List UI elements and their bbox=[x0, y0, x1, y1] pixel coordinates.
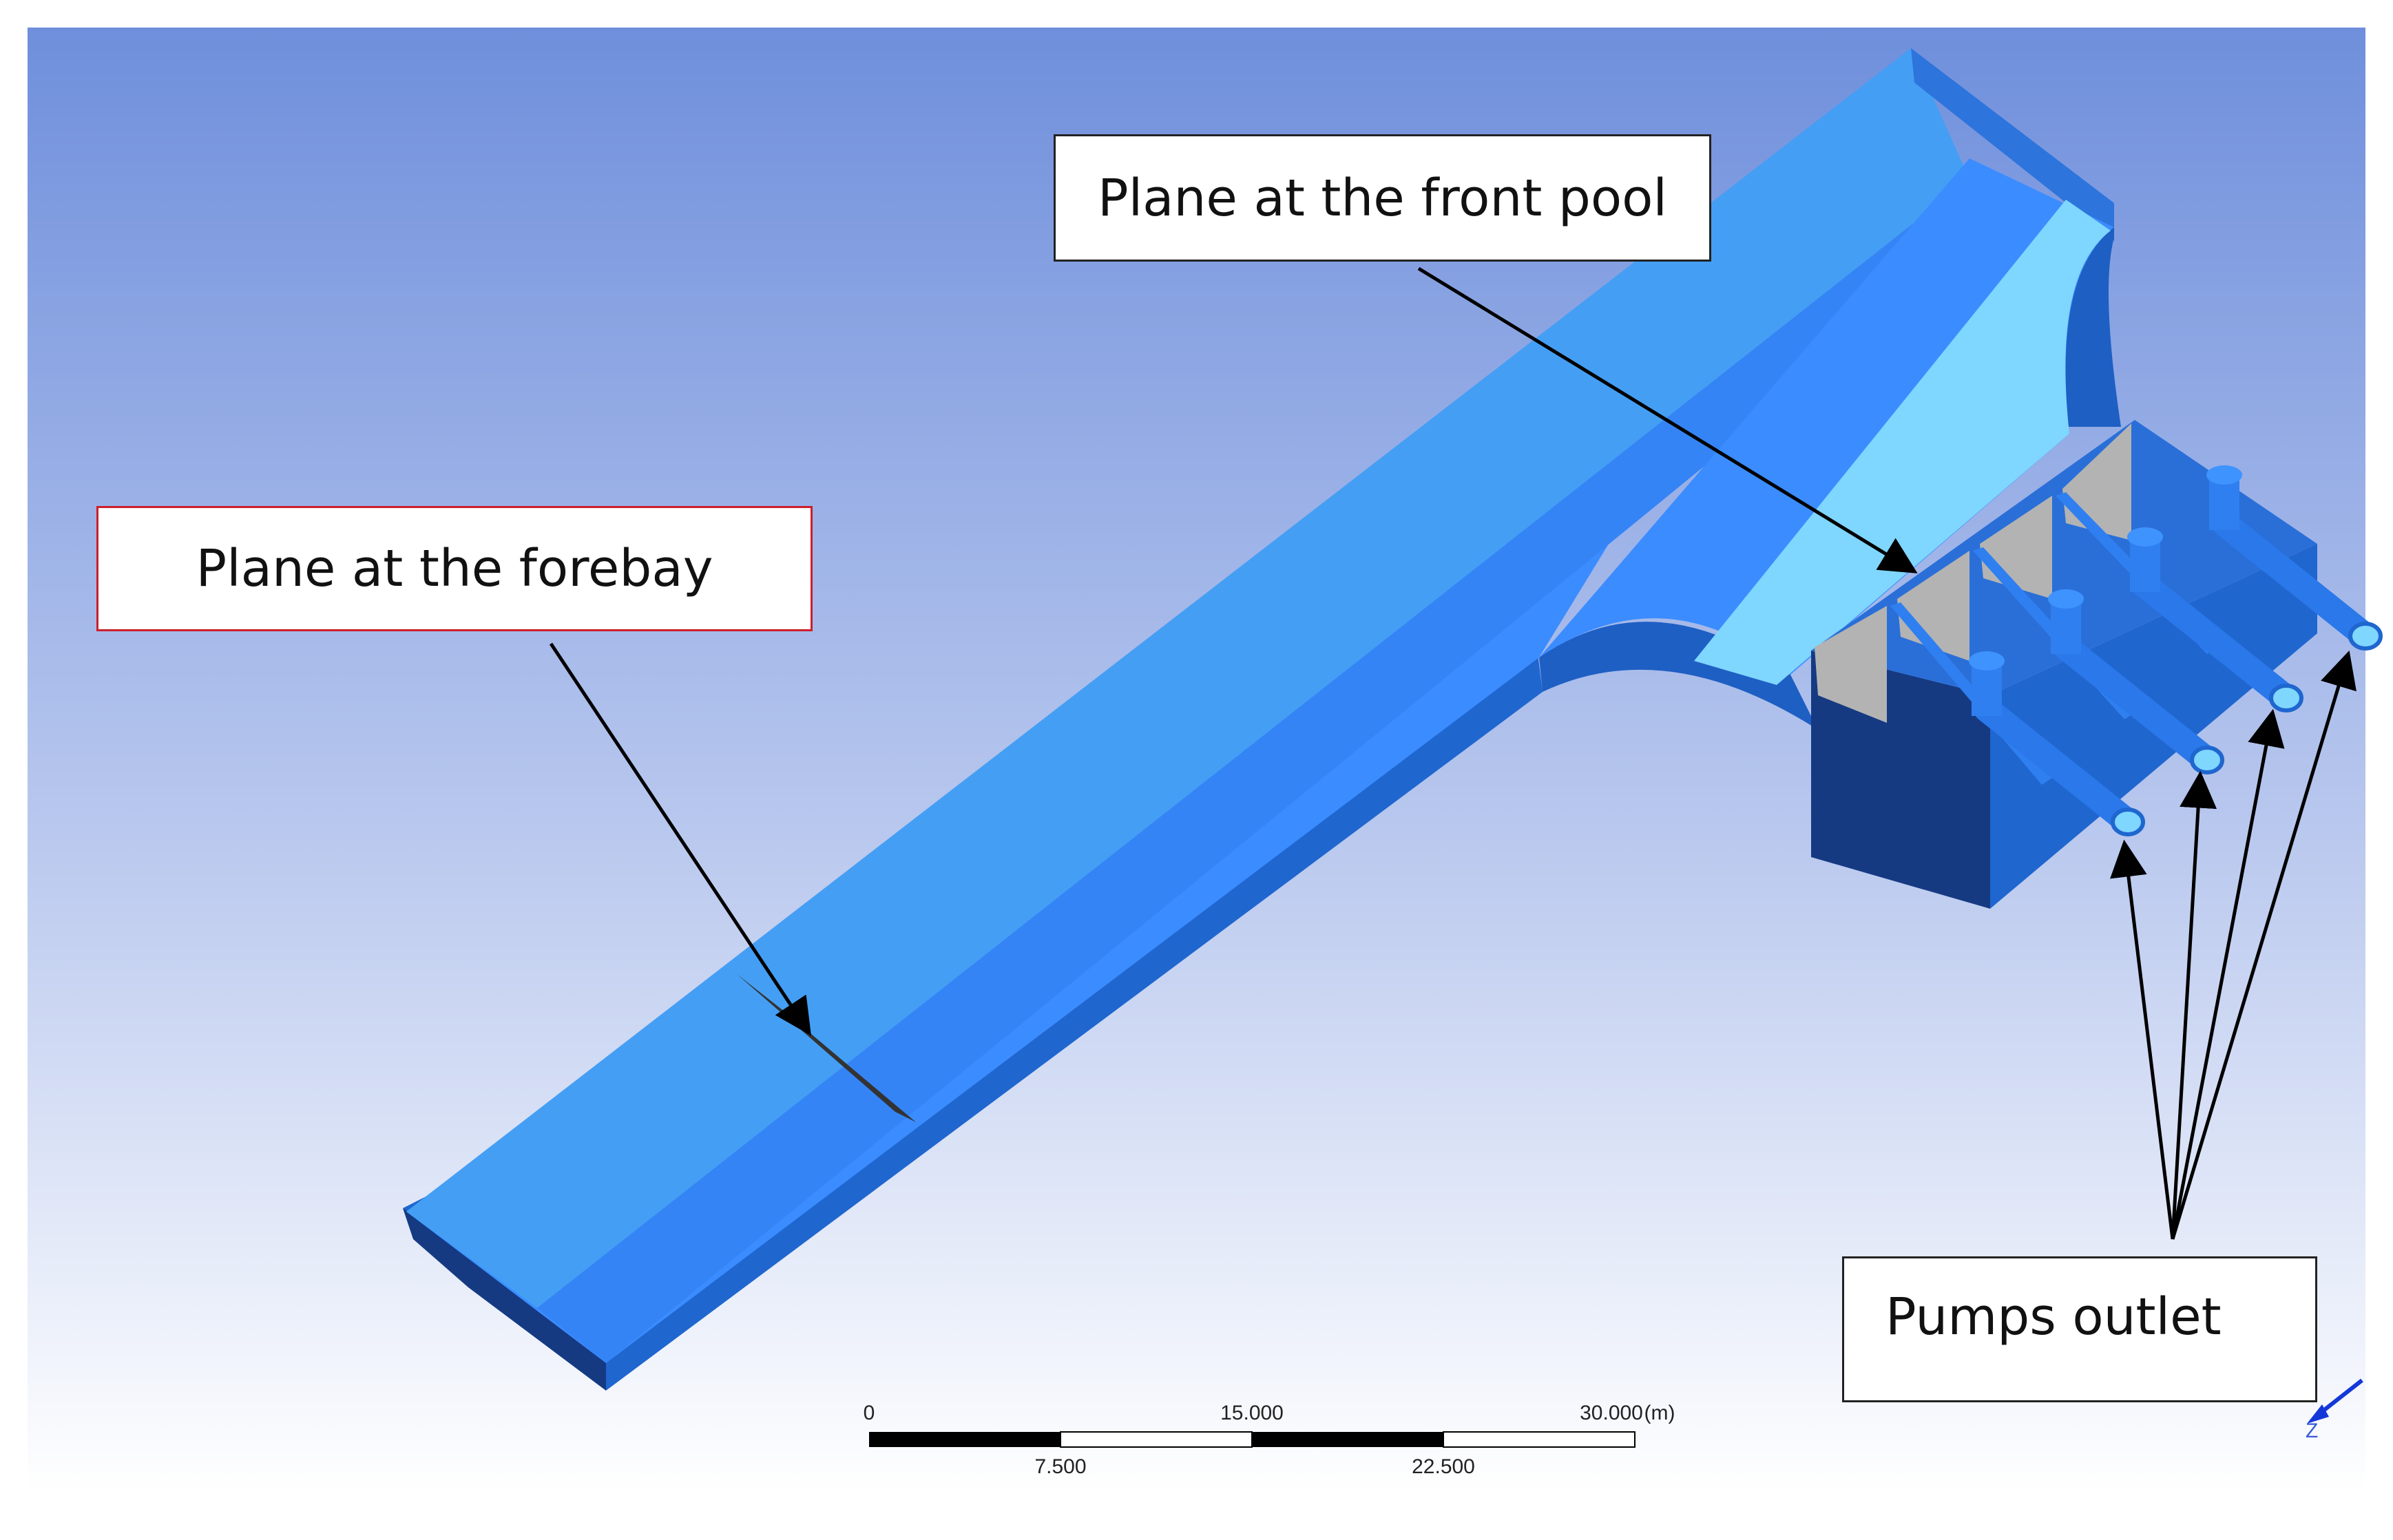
forebay-callout: Plane at the forebay bbox=[96, 506, 813, 631]
pump-riser-cap-1 bbox=[1969, 651, 2005, 671]
pump-pipes bbox=[1969, 465, 2383, 836]
pump-3 bbox=[2127, 527, 2303, 713]
front-pool-water bbox=[1539, 158, 2114, 675]
pumps-outlet-callout: Pumps outlet bbox=[1842, 1256, 2317, 1402]
scale-unit: (m) bbox=[1644, 1402, 1675, 1424]
pump-outlet-2 bbox=[2190, 746, 2224, 774]
scale-label-30: 30.000 bbox=[1580, 1402, 1643, 1424]
pump-outlet-arrow-3 bbox=[2171, 708, 2285, 1240]
scale-label-22-5: 22.500 bbox=[1412, 1455, 1475, 1478]
pump-4 bbox=[2206, 465, 2383, 651]
scale-bar: 0 15.000 30.000 (m) 7.500 22.500 bbox=[864, 1402, 1675, 1478]
front-pool-callout: Plane at the front pool bbox=[1054, 134, 1711, 262]
pump-outlet-1 bbox=[2111, 808, 2145, 836]
scale-seg-1 bbox=[869, 1432, 1060, 1447]
front-pool-plane bbox=[1694, 200, 2111, 685]
scale-label-0: 0 bbox=[864, 1402, 875, 1424]
forebay-callout-text: Plane at the forebay bbox=[196, 539, 713, 598]
front-pool-right-curve bbox=[2060, 227, 2121, 427]
channel-center-band bbox=[537, 179, 1997, 1363]
scale-seg-2 bbox=[1060, 1431, 1253, 1448]
front-pool-callout-text: Plane at the front pool bbox=[1098, 168, 1667, 228]
scale-label-15: 15.000 bbox=[1220, 1402, 1284, 1424]
pump-outlet-arrow-4 bbox=[2171, 650, 2357, 1240]
scale-label-7-5: 7.500 bbox=[1034, 1455, 1086, 1478]
channel-left-end bbox=[403, 1208, 606, 1391]
pump-riser-cap-3 bbox=[2127, 527, 2163, 547]
axis-triad: Z bbox=[2306, 1378, 2363, 1442]
pumps-outlet-callout-text: Pumps outlet bbox=[1885, 1287, 2222, 1347]
pump-pipe-1 bbox=[1974, 696, 2138, 832]
z-axis-label: Z bbox=[2306, 1420, 2318, 1442]
forebay-arrow bbox=[549, 642, 811, 1036]
scale-seg-3 bbox=[1252, 1432, 1443, 1447]
pump-outlet-4 bbox=[2348, 622, 2383, 651]
front-pool bbox=[1539, 48, 2121, 730]
front-pool-near-curve bbox=[1539, 622, 1818, 730]
z-axis-head bbox=[2307, 1404, 2329, 1424]
pump-pipe-3 bbox=[2132, 572, 2296, 708]
sump-front-face bbox=[1811, 651, 1990, 909]
pump-2 bbox=[2048, 589, 2224, 774]
bay-divider-1 bbox=[1815, 606, 1887, 723]
pump-riser-cap-2 bbox=[2048, 589, 2084, 609]
channel-bank-strip bbox=[406, 48, 1969, 1308]
front-pool-rim bbox=[1911, 48, 2114, 241]
pump-riser-cap-4 bbox=[2206, 465, 2242, 485]
pump-outlet-arrow-2 bbox=[2171, 770, 2217, 1240]
callout-arrows bbox=[549, 266, 2357, 1240]
pump-1 bbox=[1969, 651, 2145, 836]
pump-pipe-2 bbox=[2053, 634, 2217, 770]
pump-pipe-4 bbox=[2211, 510, 2375, 646]
pump-outlet-arrow-1 bbox=[2110, 839, 2175, 1240]
scale-seg-4 bbox=[1443, 1431, 1636, 1448]
front-pool-arrow bbox=[1417, 266, 1918, 573]
pump-outlet-3 bbox=[2269, 684, 2303, 713]
